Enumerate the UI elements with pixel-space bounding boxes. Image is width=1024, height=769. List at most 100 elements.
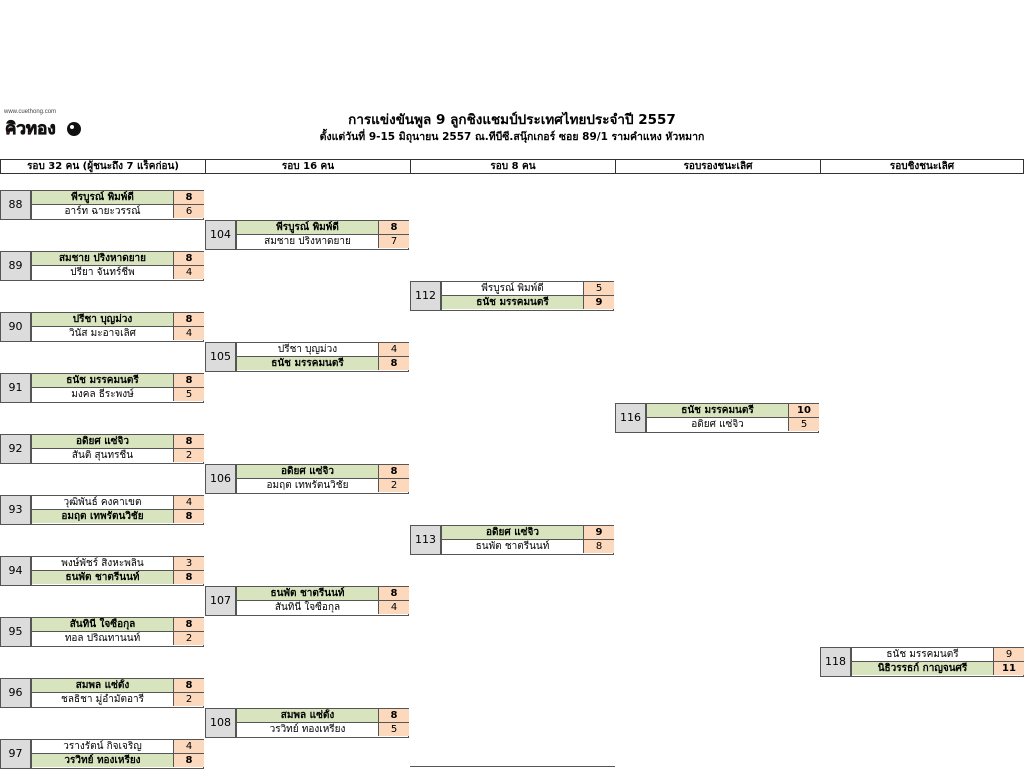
player-name: ปรีชา บุญม่วง (237, 343, 379, 356)
player-score: 4 (174, 496, 204, 509)
round-header-5: รอบชิงชนะเลิศ (820, 159, 1024, 174)
match-number: 113 (410, 525, 441, 555)
player-score: 4 (174, 740, 204, 753)
logo-url: www.cuethong.com (4, 109, 57, 115)
player-name: ธนัช มรรคมนตรี (32, 374, 174, 387)
match-number: 108 (205, 708, 236, 738)
player-score: 7 (379, 235, 409, 248)
player-name: นิธิวรรธก์ กาญจนศรี (852, 662, 994, 675)
player-name: ธนพัต ชาตรีนนท์ (237, 587, 379, 600)
player-score: 8 (174, 435, 204, 448)
player-name: อดิยศ แซ่จิว (32, 435, 174, 448)
player-score: 9 (584, 526, 614, 539)
player-name: พีรบูรณ์ พิมพ์ดี (442, 282, 584, 295)
player-score: 8 (174, 374, 204, 387)
player-name: ธนัช มรรคมนตรี (442, 296, 584, 309)
player-row: อาร์ท ฉายะวรรณ์6 (31, 205, 204, 220)
player-score: 2 (174, 632, 204, 645)
player-score: 8 (174, 191, 204, 204)
player-score: 8 (174, 313, 204, 326)
match-number: 116 (615, 403, 646, 433)
logo: www.cuethong.com คิวทอง (4, 109, 82, 139)
player-score: 4 (174, 327, 204, 340)
match-number: 106 (205, 464, 236, 494)
player-row: ธนัช มรรคมนตรี9 (441, 296, 614, 311)
match-number: 104 (205, 220, 236, 250)
player-score: 8 (174, 754, 204, 767)
player-score: 2 (174, 449, 204, 462)
player-name: อมฤต เทพรัตนวิชัย (32, 510, 174, 523)
player-name: วินัส มะอาจเลิศ (32, 327, 174, 340)
match-number: 92 (0, 434, 31, 464)
player-name: พีรบูรณ์ พิมพ์ดี (237, 221, 379, 234)
match-number: 118 (820, 647, 851, 677)
player-name: อดิยศ แซ่จิว (237, 465, 379, 478)
round-header-1: รอบ 32 คน (ผู้ชนะถึง 7 แร็คก่อน) (0, 159, 206, 174)
player-name: พงษ์พัชร์ สิงหะพลิน (32, 557, 174, 570)
player-name: ธนพัต ชาตรีนนท์ (442, 540, 584, 553)
player-row: ธนัช มรรคมนตรี8 (31, 373, 204, 388)
player-score: 8 (379, 221, 409, 234)
player-score: 8 (174, 571, 204, 584)
player-score: 8 (174, 679, 204, 692)
player-name: ทอล ปริณทานนท์ (32, 632, 174, 645)
player-score: 11 (994, 662, 1024, 675)
player-row: พีรบูรณ์ พิมพ์ดี5 (441, 281, 614, 296)
player-score: 8 (174, 252, 204, 265)
player-name: อดิยศ แซ่จิว (442, 526, 584, 539)
logo-image: คิวทอง (4, 116, 82, 138)
player-score: 2 (174, 693, 204, 706)
player-score: 4 (379, 601, 409, 614)
player-row: ชลธิชา มู่อำมัตอารี2 (31, 693, 204, 708)
player-row: ธนพัต ชาตรีนนท์8 (31, 571, 204, 586)
player-score: 8 (379, 709, 409, 722)
player-name: วรางรัตน์ กิจเจริญ (32, 740, 174, 753)
player-score: 8 (379, 357, 409, 370)
player-score: 2 (379, 479, 409, 492)
player-name: วุฒิพันธ์ คงคาเขต (32, 496, 174, 509)
player-score: 10 (789, 404, 819, 417)
player-row: ธนัช มรรคมนตรี8 (236, 357, 409, 372)
player-name: ปรียา จันทร์ชีพ (32, 266, 174, 279)
player-score: 3 (174, 557, 204, 570)
player-row: ธนัช มรรคมนตรี9 (851, 647, 1024, 662)
player-name: ธนัช มรรคมนตรี (852, 648, 994, 661)
player-name: อดิยศ แซ่จิว (647, 418, 789, 431)
player-score: 4 (379, 343, 409, 356)
player-score: 8 (379, 465, 409, 478)
player-name: สมชาย ปริงหาดยาย (32, 252, 174, 265)
player-score: 9 (584, 296, 614, 309)
round-header-3: รอบ 8 คน (410, 159, 616, 174)
match-number: 107 (205, 586, 236, 616)
match-number: 88 (0, 190, 31, 220)
player-score: 8 (174, 510, 204, 523)
player-row: นิธิวรรธก์ กาญจนศรี11 (851, 662, 1024, 677)
match-number: 97 (0, 739, 31, 769)
player-score: 5 (584, 282, 614, 295)
player-score: 5 (379, 723, 409, 736)
player-name: ปรีชา บุญม่วง (32, 313, 174, 326)
player-score: 4 (174, 266, 204, 279)
player-name: ธนพัต ชาตรีนนท์ (32, 571, 174, 584)
player-name: ชลธิชา มู่อำมัตอารี (32, 693, 174, 706)
player-name: อมฤต เทพรัตนวิชัย (237, 479, 379, 492)
match-number: 90 (0, 312, 31, 342)
player-row: ทอล ปริณทานนท์2 (31, 632, 204, 647)
player-name: พีรบูรณ์ พิมพ์ดี (32, 191, 174, 204)
match-number: 112 (410, 281, 441, 311)
player-score: 8 (174, 618, 204, 631)
